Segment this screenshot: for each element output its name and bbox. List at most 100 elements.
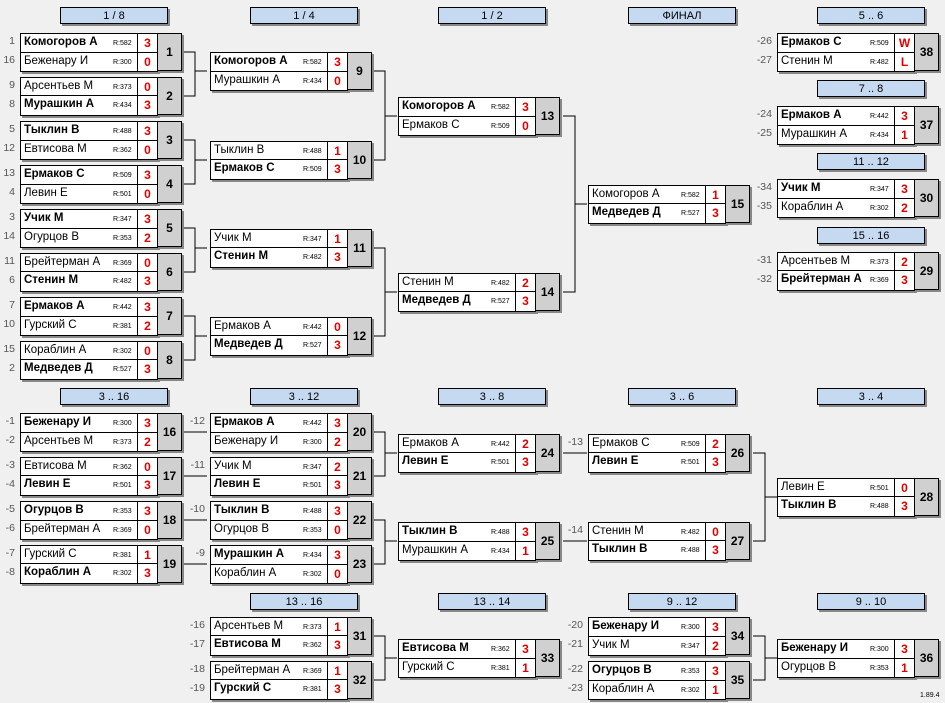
player-name: Мурашкин А — [214, 548, 285, 560]
player-name: Кораблин А — [781, 201, 844, 213]
player-rating: R:353 — [303, 527, 322, 534]
seed-number: -26 — [756, 35, 772, 47]
player-score: 1 — [327, 230, 347, 247]
match-number: 14 — [536, 273, 560, 311]
player-name: Брейтерман А — [24, 256, 101, 268]
player-name: Левин Е — [214, 478, 261, 490]
round-header: 5 .. 6 — [817, 7, 925, 24]
player-name: Мурашкин А — [402, 544, 469, 556]
player-rating: R:302 — [113, 570, 132, 577]
player-rating: R:434 — [303, 552, 322, 559]
player-name: Арсентьев М — [214, 620, 284, 632]
round-header: 1 / 8 — [60, 7, 168, 24]
seed-number: 10 — [3, 318, 15, 330]
match-number: 20 — [348, 413, 372, 451]
match-number: 5 — [158, 209, 182, 247]
player-score: 0 — [327, 565, 347, 583]
match-number: 30 — [915, 179, 939, 217]
player-name: Брейтерман А — [781, 273, 862, 285]
player-rating: R:501 — [113, 482, 132, 489]
player-score: 0 — [137, 78, 157, 95]
player-rating: R:300 — [303, 439, 322, 446]
seed-number: 11 — [4, 255, 15, 267]
player-name: Гурский С — [214, 682, 272, 694]
player-score: 2 — [705, 435, 725, 452]
round-header: 1 / 4 — [250, 7, 358, 24]
seed-number: -14 — [567, 524, 583, 536]
player-name: Ермаков А — [781, 109, 842, 121]
version-label: 1.89.4 — [920, 692, 940, 699]
player-score: 3 — [894, 497, 914, 516]
player-score: 1 — [894, 126, 914, 144]
player-rating: R:369 — [303, 668, 322, 675]
match-number: 12 — [348, 317, 372, 355]
match-number: 4 — [158, 165, 182, 203]
match-number: 2 — [158, 77, 182, 115]
player-rating: R:353 — [681, 668, 700, 675]
seed-number: 12 — [3, 142, 15, 154]
player-name: Левин Е — [592, 455, 639, 467]
player-rating: R:347 — [681, 643, 700, 650]
player-score: 3 — [705, 662, 725, 680]
player-score: 3 — [137, 502, 157, 520]
player-rating: R:488 — [303, 148, 322, 155]
player-score: 3 — [327, 546, 347, 564]
match-number: 21 — [348, 457, 372, 495]
player-score: 2 — [705, 637, 725, 655]
player-rating: R:381 — [491, 665, 510, 672]
round-header: 15 .. 16 — [817, 227, 925, 244]
player-rating: R:527 — [113, 366, 132, 373]
player-rating: R:509 — [681, 441, 700, 448]
player-name: Гурский С — [24, 319, 77, 331]
seed-number: -19 — [189, 682, 205, 694]
seed-number: 15 — [3, 343, 15, 355]
player-score: 0 — [137, 342, 157, 359]
player-score: 0 — [137, 141, 157, 159]
round-header: 3 .. 16 — [60, 388, 168, 405]
player-name: Ермаков А — [24, 300, 85, 312]
player-score: 0 — [137, 521, 157, 539]
player-name: Мурашкин А — [214, 74, 281, 86]
player-name: Тыклин В — [402, 525, 458, 537]
seed-number: -34 — [756, 181, 772, 193]
match-number: 6 — [158, 253, 182, 291]
player-rating: R:501 — [870, 485, 889, 492]
player-name: Кораблин А — [24, 344, 87, 356]
player-rating: R:488 — [681, 547, 700, 554]
player-rating: R:509 — [491, 123, 510, 130]
player-score: 1 — [705, 186, 725, 203]
match-number: 15 — [726, 185, 750, 223]
seed-number: 3 — [9, 211, 15, 223]
player-rating: R:300 — [113, 420, 132, 427]
player-score: 2 — [327, 433, 347, 451]
match-number: 18 — [158, 501, 182, 539]
player-score: 1 — [705, 681, 725, 699]
match-number: 26 — [726, 434, 750, 472]
seed-number: -21 — [567, 638, 583, 650]
player-name: Мурашкин А — [24, 98, 95, 110]
player-score: 2 — [137, 433, 157, 451]
player-rating: R:509 — [113, 172, 132, 179]
player-score: 2 — [894, 199, 914, 217]
